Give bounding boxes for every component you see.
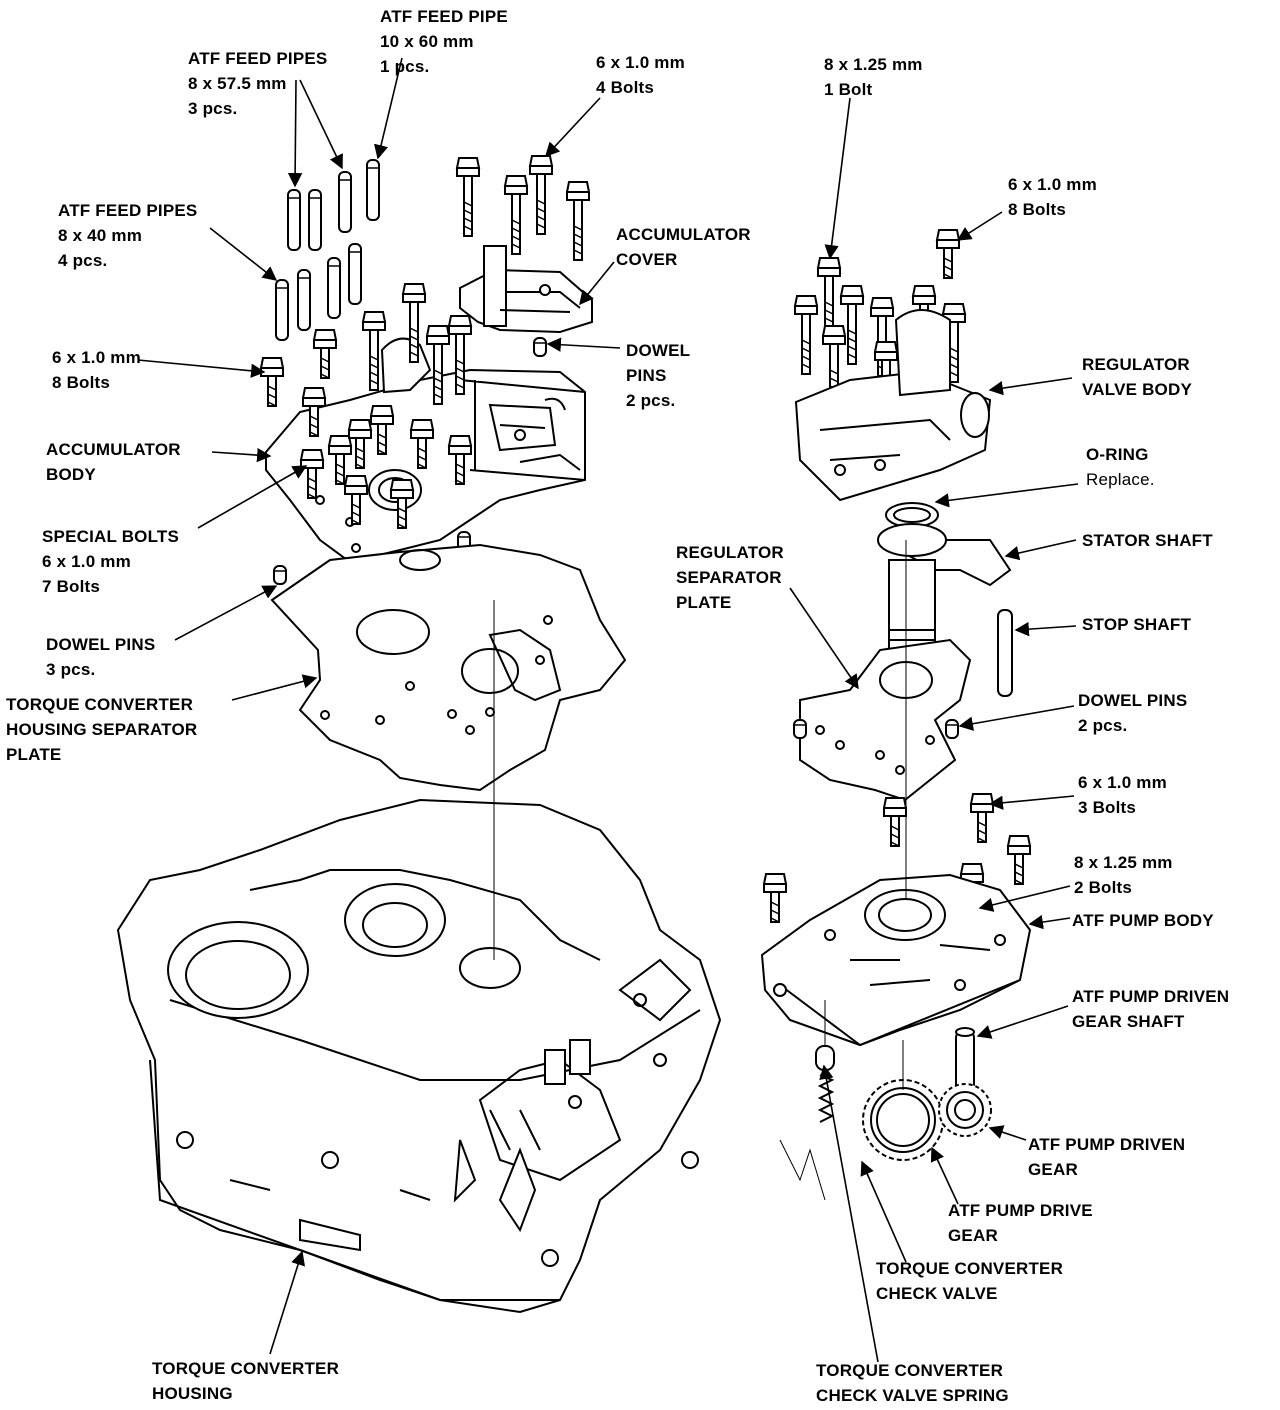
accumulator-cover-bolts [456, 155, 590, 261]
label-torque-converter-check-valve-spring: TORQUE CONVERTER CHECK VALVE SPRING [816, 1361, 1009, 1405]
label-regulator-bolt-8x1-25: 8 x 1.25 mm 1 Bolt [824, 55, 923, 99]
label-atf-feed-pipes-40: ATF FEED PIPES 8 x 40 mm 4 pcs. [58, 201, 198, 270]
atf-pump-body [762, 875, 1030, 1045]
label-atf-pump-driven-gear: ATF PUMP DRIVEN GEAR [1028, 1135, 1186, 1179]
label-torque-converter-housing: TORQUE CONVERTER HOUSING [152, 1359, 340, 1403]
label-regulator-valve-body: REGULATOR VALVE BODY [1082, 355, 1192, 399]
label-atf-pump-driven-gear-shaft: ATF PUMP DRIVEN GEAR SHAFT [1072, 987, 1230, 1031]
accumulator-cover [460, 246, 592, 332]
label-dowel-pins-2-left: DOWEL PINS 2 pcs. [626, 341, 691, 410]
torque-converter-housing [118, 800, 720, 1312]
label-accumulator-cover: ACCUMULATOR COVER [616, 225, 751, 269]
alignment-lines-right [780, 540, 906, 1200]
label-stop-shaft: STOP SHAFT [1082, 615, 1192, 634]
atf-feed-pipes [275, 159, 380, 341]
label-pump-bolts-6x1: 6 x 1.0 mm 3 Bolts [1078, 773, 1167, 817]
label-torque-converter-housing-separator-plate: TORQUE CONVERTER HOUSING SEPARATOR PLATE [6, 695, 198, 764]
stop-shaft [998, 610, 1012, 696]
label-o-ring: O-RING Replace. [1086, 445, 1155, 489]
label-regulator-separator-plate: REGULATOR SEPARATOR PLATE [676, 543, 784, 612]
label-pump-bolts-8x1-25: 8 x 1.25 mm 2 Bolts [1074, 853, 1173, 897]
label-atf-pump-body: ATF PUMP BODY [1072, 911, 1214, 930]
label-dowel-pins-3: DOWEL PINS 3 pcs. [46, 635, 156, 679]
torque-converter-housing-separator-plate [272, 545, 625, 790]
label-accumulator-body-bolts: 6 x 1.0 mm 8 Bolts [52, 348, 141, 392]
label-atf-pump-drive-gear: ATF PUMP DRIVE GEAR [948, 1201, 1093, 1245]
atf-pump-driven-gear [939, 1084, 991, 1136]
label-stator-shaft: STATOR SHAFT [1082, 531, 1213, 550]
regulator-separator-plate [800, 640, 970, 800]
leader-lines [138, 58, 1078, 1362]
label-atf-feed-pipe: ATF FEED PIPE 10 x 60 mm 1 pcs. [380, 7, 508, 76]
label-accumulator-body: ACCUMULATOR BODY [46, 440, 181, 484]
torque-converter-check-valve [816, 1046, 834, 1122]
regulator-valve-body [796, 310, 990, 500]
label-regulator-bolts-6x1: 6 x 1.0 mm 8 Bolts [1008, 175, 1097, 219]
label-special-bolts: SPECIAL BOLTS 6 x 1.0 mm 7 Bolts [42, 527, 180, 596]
atf-pump-drive-gear [863, 1080, 943, 1160]
label-accumulator-cover-bolts: 6 x 1.0 mm 4 Bolts [596, 53, 685, 97]
label-dowel-pins-2-right: DOWEL PINS 2 pcs. [1078, 691, 1188, 735]
o-ring [886, 503, 938, 527]
label-atf-feed-pipes-57-5: ATF FEED PIPES 8 x 57.5 mm 3 pcs. [188, 49, 328, 118]
label-torque-converter-check-valve: TORQUE CONVERTER CHECK VALVE [876, 1259, 1064, 1303]
